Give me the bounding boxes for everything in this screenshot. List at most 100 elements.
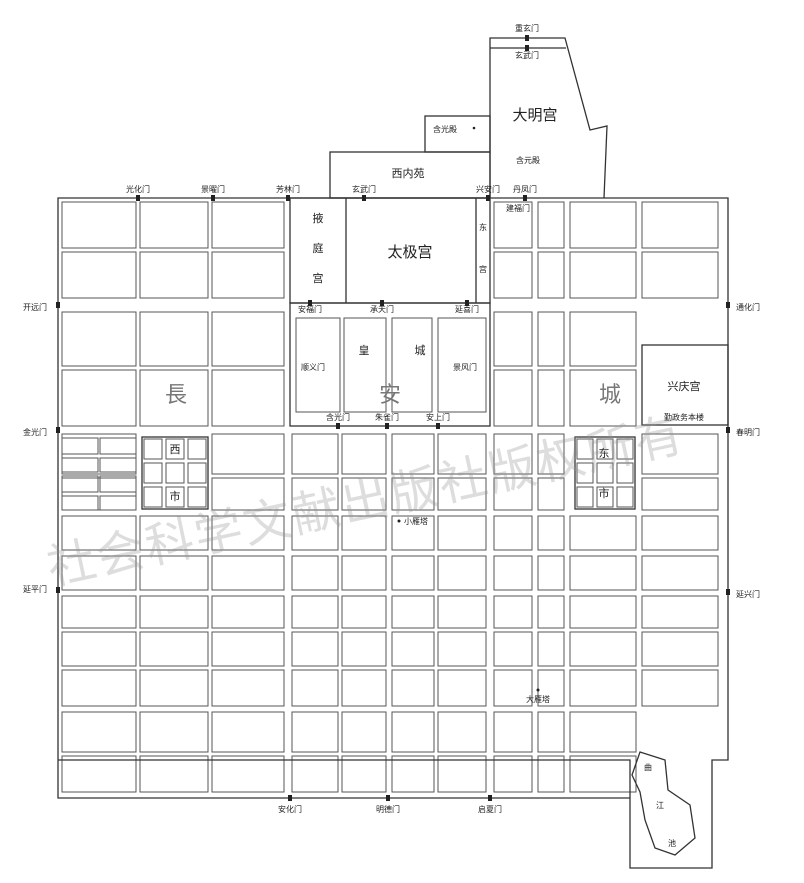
ward-block bbox=[211, 669, 285, 707]
gate-marker bbox=[726, 427, 730, 433]
label-east-market-1: 东 bbox=[599, 447, 610, 460]
label-qinzheng-tower: 勤政务本楼 bbox=[664, 412, 704, 422]
label-small-wild-goose-pagoda: 小雁塔 bbox=[404, 516, 428, 526]
gate-marker bbox=[726, 302, 730, 308]
gate-xuanwu-daming: 玄武门 bbox=[515, 50, 539, 60]
ward-block bbox=[61, 595, 137, 629]
ward-block bbox=[537, 595, 565, 629]
ward-block bbox=[493, 755, 533, 793]
gate-anfu: 安福门 bbox=[298, 304, 322, 314]
ward-block bbox=[211, 515, 285, 551]
ward-block bbox=[391, 755, 435, 793]
ward-block bbox=[211, 311, 285, 367]
ward-block bbox=[211, 369, 285, 427]
ward-block bbox=[537, 477, 565, 511]
gate-chongxuan: 重玄门 bbox=[515, 23, 539, 33]
ward-block bbox=[391, 477, 435, 511]
gate-anshang: 安上门 bbox=[426, 412, 450, 422]
gate-kaiyuan: 开远门 bbox=[23, 302, 47, 312]
ward-block bbox=[61, 437, 99, 455]
gate-marker bbox=[525, 45, 529, 51]
ward-block bbox=[61, 311, 137, 367]
gate-markers bbox=[56, 35, 730, 801]
ward-block bbox=[391, 595, 435, 629]
ward-block bbox=[537, 631, 565, 667]
big-pagoda-dot bbox=[536, 688, 540, 692]
ward-block bbox=[641, 477, 719, 511]
label-daming-palace: 大明宫 bbox=[512, 106, 557, 124]
gate-jingyao: 景曜门 bbox=[201, 184, 225, 194]
ward-block bbox=[99, 457, 137, 473]
ward-block bbox=[437, 595, 487, 629]
label-west-market-2: 市 bbox=[170, 489, 181, 503]
label-west-inner-garden: 西内苑 bbox=[392, 166, 425, 180]
gate-marker bbox=[385, 423, 389, 429]
ward-block bbox=[437, 711, 487, 753]
ward-block bbox=[391, 317, 433, 413]
gate-yanxi: 延喜门 bbox=[455, 304, 479, 314]
ward-block bbox=[569, 201, 637, 249]
ward-block bbox=[139, 555, 209, 591]
ward-block bbox=[537, 669, 565, 707]
ward-block bbox=[437, 515, 487, 551]
ward-block bbox=[139, 711, 209, 753]
label-yeting-1: 掖 bbox=[313, 211, 324, 225]
gate-marker bbox=[56, 587, 60, 593]
pagoda-markers bbox=[397, 126, 540, 692]
ward-block bbox=[437, 477, 487, 511]
ward-block bbox=[291, 755, 339, 793]
ward-block bbox=[537, 201, 565, 249]
ward-block bbox=[139, 669, 209, 707]
ward-block bbox=[61, 477, 137, 511]
label-taiji-palace: 太极宫 bbox=[387, 243, 432, 261]
ward-block bbox=[493, 251, 533, 299]
label-east-market-2: 市 bbox=[599, 486, 610, 500]
ward-block bbox=[291, 433, 339, 475]
ward-block bbox=[537, 555, 565, 591]
label-hanyuan-hall: 含元殿 bbox=[516, 155, 540, 165]
ward-block bbox=[291, 711, 339, 753]
gate-anhua: 安化门 bbox=[278, 804, 302, 814]
ward-block bbox=[537, 515, 565, 551]
ward-block bbox=[493, 595, 533, 629]
ward-block bbox=[139, 369, 209, 427]
ward-block bbox=[341, 755, 387, 793]
gate-chengtian: 承天门 bbox=[370, 304, 394, 314]
ward-block bbox=[61, 369, 137, 427]
gate-jinguang: 金光门 bbox=[23, 427, 47, 437]
wards-grid bbox=[61, 201, 719, 793]
ward-block bbox=[341, 555, 387, 591]
ward-block bbox=[437, 555, 487, 591]
ward-block bbox=[641, 631, 719, 667]
gate-zhuque: 朱雀门 bbox=[375, 412, 399, 422]
ward-block bbox=[437, 317, 487, 413]
ward-block bbox=[391, 631, 435, 667]
ward-block bbox=[437, 669, 487, 707]
ward-block bbox=[61, 515, 137, 551]
ward-block bbox=[641, 515, 719, 551]
ward-block bbox=[437, 755, 487, 793]
ward-block bbox=[493, 433, 533, 475]
ward-block bbox=[61, 251, 137, 299]
ward-block bbox=[139, 595, 209, 629]
ward-block bbox=[61, 631, 137, 667]
gate-guanghua: 光化门 bbox=[126, 184, 150, 194]
ward-block bbox=[295, 317, 341, 413]
gate-marker bbox=[436, 423, 440, 429]
gate-xingan: 兴安门 bbox=[476, 184, 500, 194]
ward-block bbox=[569, 369, 637, 427]
ward-block bbox=[616, 462, 634, 484]
label-qujiang-3: 池 bbox=[668, 838, 676, 848]
ward-block bbox=[493, 555, 533, 591]
ward-block bbox=[61, 755, 137, 793]
ward-block bbox=[211, 555, 285, 591]
ward-block bbox=[341, 595, 387, 629]
ward-block bbox=[211, 251, 285, 299]
daming-palace-wall bbox=[489, 37, 608, 199]
ward-block bbox=[139, 311, 209, 367]
ward-block bbox=[211, 755, 285, 793]
gate-marker bbox=[286, 195, 290, 201]
ward-block bbox=[569, 595, 637, 629]
ward-block bbox=[569, 631, 637, 667]
ward-block bbox=[596, 438, 614, 460]
